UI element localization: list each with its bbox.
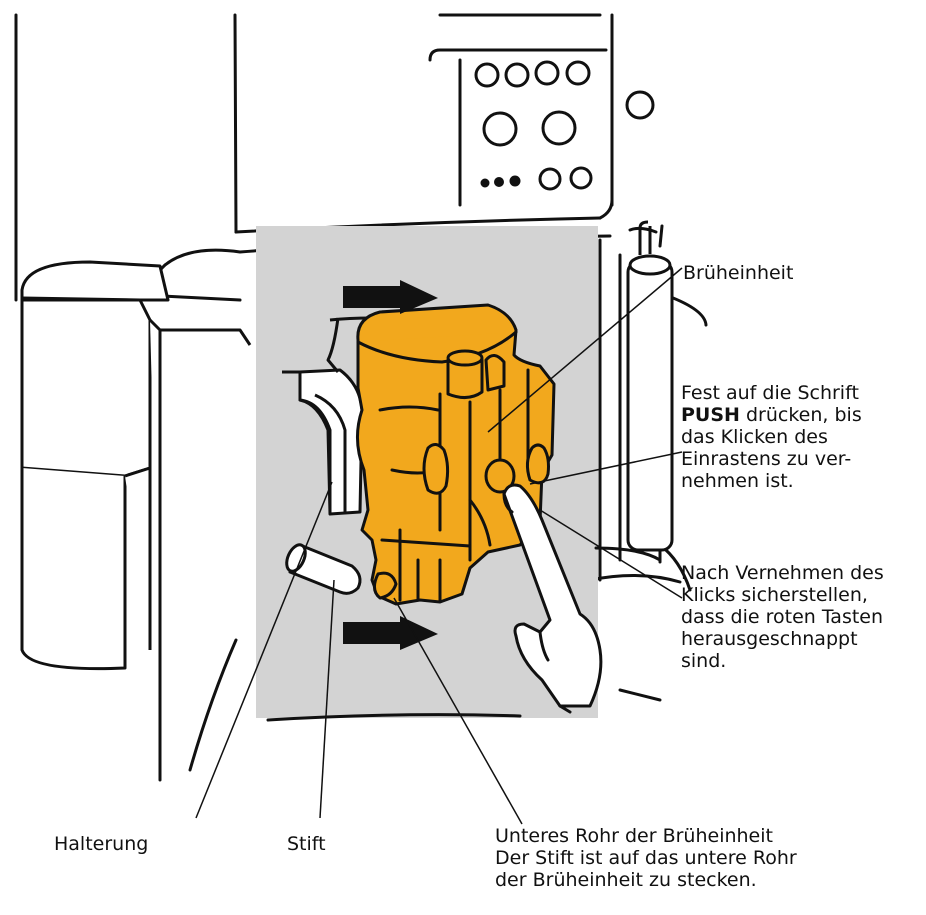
label-pin: Stift [287, 833, 326, 855]
left-dispenser [20, 260, 252, 700]
label-after-click: Nach Vernehmen des Klicks sicherstellen,… [681, 562, 884, 672]
push-line-3: das Klicken des [681, 426, 828, 448]
leader-lines [195, 267, 683, 825]
push-line-4: Einrastens zu ver- [681, 448, 852, 470]
button-circle [565, 60, 591, 86]
lower-tube-line: der Brüheinheit zu stecken. [495, 869, 757, 891]
lower-tube-line: Unteres Rohr der Brüheinheit [495, 825, 773, 847]
right-tube [626, 220, 674, 552]
button-dot [494, 177, 504, 187]
push-line-1: Fest auf die Schrift [681, 382, 859, 404]
bracket-plate [282, 368, 364, 516]
right-casing [594, 238, 662, 582]
after-click-line: Klicks sicherstellen, [681, 584, 868, 606]
after-click-line: dass die roten Tasten [681, 606, 884, 628]
brew-unit-top [356, 330, 518, 364]
label-brew-unit: Brüheinheit [683, 262, 794, 284]
button-circle [534, 60, 560, 86]
push-line-2-rest: drücken, bis [739, 404, 862, 426]
push-line-2: PUSH drücken, bis [681, 404, 862, 426]
label-lower-tube: Unteres Rohr der Brüheinheit Der Stift i… [495, 825, 797, 891]
after-click-line: Nach Vernehmen des [681, 562, 884, 584]
button-circle [541, 110, 577, 146]
button-circle [625, 90, 655, 120]
direction-arrows [343, 280, 438, 650]
lower-tube-line: Der Stift ist auf das untere Rohr [495, 847, 797, 869]
button-circle [569, 166, 593, 190]
leader-after-click [539, 509, 683, 599]
machine-base [158, 638, 662, 782]
leader-brew-unit [487, 267, 683, 433]
leader-pin [319, 579, 335, 819]
arrow-bottom [343, 616, 438, 650]
button-dot [480, 178, 490, 188]
brew-unit [356, 303, 556, 606]
button-circle [538, 167, 562, 191]
button-circle [482, 111, 518, 147]
arrow-top [343, 280, 438, 314]
button-circle [504, 62, 530, 88]
after-click-line: herausgeschnappt [681, 628, 858, 650]
pin [285, 543, 362, 595]
pressing-hand [502, 483, 603, 714]
leader-holder [195, 481, 333, 819]
label-holder: Halterung [54, 833, 149, 855]
label-push-instruction: Fest auf die Schrift PUSH drücken, bis d… [681, 382, 862, 492]
after-click-line: sind. [681, 650, 727, 672]
push-line-5: nehmen ist. [681, 470, 794, 492]
push-keyword: PUSH [681, 404, 740, 426]
button-dot [509, 175, 521, 187]
control-panel-buttons [474, 60, 655, 191]
button-circle [474, 62, 500, 88]
leader-lower-tube [393, 597, 523, 825]
leader-push [529, 451, 683, 485]
